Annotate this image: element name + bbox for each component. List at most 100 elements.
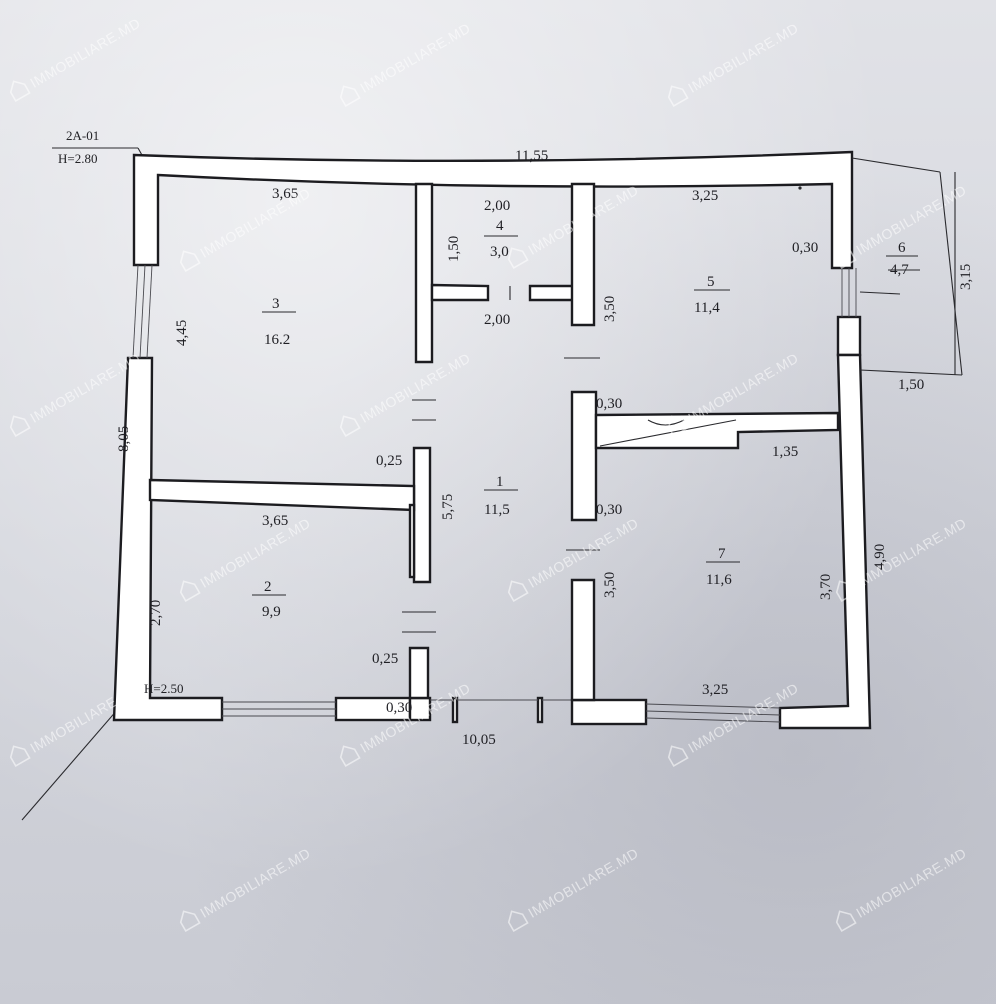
watermark-house-icon — [667, 85, 689, 108]
wall-corridor-right-low — [570, 578, 596, 702]
dim-room3-left: 4,45 — [174, 320, 190, 346]
watermark-stamp: IMMOBILIARE.MD — [9, 350, 143, 438]
watermark-stamp: IMMOBILIARE.MD — [9, 15, 143, 103]
room1-number: 1 — [496, 474, 504, 490]
dim-wall-030-bottom: 0,30 — [386, 700, 412, 716]
dim-room5-top: 3,25 — [692, 188, 718, 204]
watermark-stamp: IMMOBILIARE.MD — [179, 515, 313, 603]
watermark-house-icon — [667, 415, 689, 438]
watermark-house-icon — [339, 85, 361, 108]
watermark-house-icon — [835, 580, 857, 603]
watermark-house-icon — [179, 250, 201, 273]
watermark-stamp: IMMOBILIARE.MD — [179, 185, 313, 273]
watermark-house-icon — [507, 580, 529, 603]
room1-area: 11,5 — [484, 502, 510, 518]
room2-number: 2 — [264, 579, 272, 595]
dim-outer-right: 4,90 — [872, 544, 888, 570]
watermark-stamp: IMMOBILIARE.MD — [339, 20, 473, 108]
watermark-text: IMMOBILIARE.MD — [197, 185, 313, 261]
dim-corridor-030-mid: 0,30 — [596, 396, 622, 412]
room6-outline — [851, 157, 963, 376]
wall-room3-room4 — [414, 182, 434, 364]
window-right — [841, 268, 857, 317]
pen-dot — [798, 186, 802, 190]
wall-room1-left — [412, 446, 432, 584]
dim-room7-bottom: 3,25 — [702, 682, 728, 698]
watermark-text: IMMOBILIARE.MD — [197, 515, 313, 591]
watermark-house-icon — [179, 910, 201, 933]
watermark-text: IMMOBILIARE.MD — [685, 20, 801, 96]
plan-code: 2A-01 — [66, 128, 99, 143]
watermark-text: IMMOBILIARE.MD — [525, 845, 641, 921]
room5-number: 5 — [707, 274, 715, 290]
dim-room6-bottom: 1,50 — [898, 377, 924, 393]
watermark-house-icon — [9, 80, 31, 103]
dim-wall-025-lower: 0,25 — [372, 651, 398, 667]
watermark-house-icon — [835, 910, 857, 933]
room5-area: 11,4 — [694, 300, 720, 316]
outer-wall-right — [778, 353, 872, 730]
dim-room2-top: 3,65 — [262, 513, 288, 529]
dim-room4-bottom: 2,00 — [484, 312, 510, 328]
window-bottom-right — [645, 703, 781, 723]
dim-overall-top: 11,55 — [515, 148, 548, 164]
watermark-house-icon — [835, 247, 857, 270]
watermark-house-icon — [339, 745, 361, 768]
wall-room4-bottom-left — [430, 283, 490, 302]
outer-wall-top — [132, 150, 854, 270]
dim-room4-left: 1,50 — [446, 236, 462, 262]
outer-wall-right-pier — [836, 315, 862, 357]
wall-room1-left-lower — [408, 646, 430, 700]
dim-corridor-030-low: 0,30 — [596, 502, 622, 518]
dim-overall-bottom: 10,05 — [462, 732, 496, 748]
dim-room4-top: 2,00 — [484, 198, 510, 214]
watermark-house-icon — [507, 247, 529, 270]
wall-room5-room7 — [594, 411, 840, 450]
watermark-house-icon — [667, 745, 689, 768]
ceiling-height: H=2.80 — [58, 151, 97, 166]
watermark-text: IMMOBILIARE.MD — [853, 845, 969, 921]
room7-number: 7 — [718, 546, 726, 562]
watermark-stamp: IMMOBILIARE.MD — [179, 845, 313, 933]
watermark-stamp: IMMOBILIARE.MD — [507, 845, 641, 933]
door-jamb-left — [451, 696, 459, 724]
dim-room7-shelf: 1,35 — [772, 444, 798, 460]
watermark-house-icon — [9, 745, 31, 768]
room3-area: 16.2 — [264, 332, 290, 348]
dim-wall-030-top: 0,30 — [792, 240, 818, 256]
room7-area: 11,6 — [706, 572, 732, 588]
wall-room3-room2 — [148, 478, 416, 512]
room2-area: 9,9 — [262, 604, 281, 620]
door-jamb-right — [536, 696, 544, 724]
dim-corridor-350-low: 3,50 — [602, 572, 618, 598]
watermark-house-icon — [9, 415, 31, 438]
window-left — [132, 264, 153, 359]
wall-room4-bottom-right — [528, 284, 576, 302]
watermark-house-icon — [179, 580, 201, 603]
dim-corridor-575: 5,75 — [440, 494, 456, 520]
watermark-text: IMMOBILIARE.MD — [357, 20, 473, 96]
wall-room2-right — [408, 503, 416, 579]
wall-corridor-right — [570, 182, 596, 327]
room4-area: 3,0 — [490, 244, 509, 260]
watermark-text: IMMOBILIARE.MD — [853, 515, 969, 591]
watermark-stamp: IMMOBILIARE.MD — [339, 350, 473, 438]
room6-area: 4,7 — [890, 262, 909, 278]
watermark-stamp: IMMOBILIARE.MD — [667, 20, 801, 108]
stair-diagonal — [599, 419, 737, 447]
dim-wall-025-upper: 0,25 — [376, 453, 402, 469]
dim-overall-left: 8,05 — [116, 426, 132, 452]
watermark-stamp: IMMOBILIARE.MD — [9, 680, 143, 768]
watermark-house-icon — [339, 415, 361, 438]
room6-number: 6 — [898, 240, 906, 256]
outer-wall-left — [112, 356, 224, 722]
watermark-house-icon — [507, 910, 529, 933]
window-bottom-left — [222, 701, 336, 717]
watermark-text: IMMOBILIARE.MD — [27, 15, 143, 91]
dim-room3-top: 3,65 — [272, 186, 298, 202]
watermark-stamp: IMMOBILIARE.MD — [835, 845, 969, 933]
bottom-wall-segment-3 — [570, 698, 648, 726]
wall-corridor-right-mid — [570, 390, 598, 522]
room4-number: 4 — [496, 218, 504, 234]
